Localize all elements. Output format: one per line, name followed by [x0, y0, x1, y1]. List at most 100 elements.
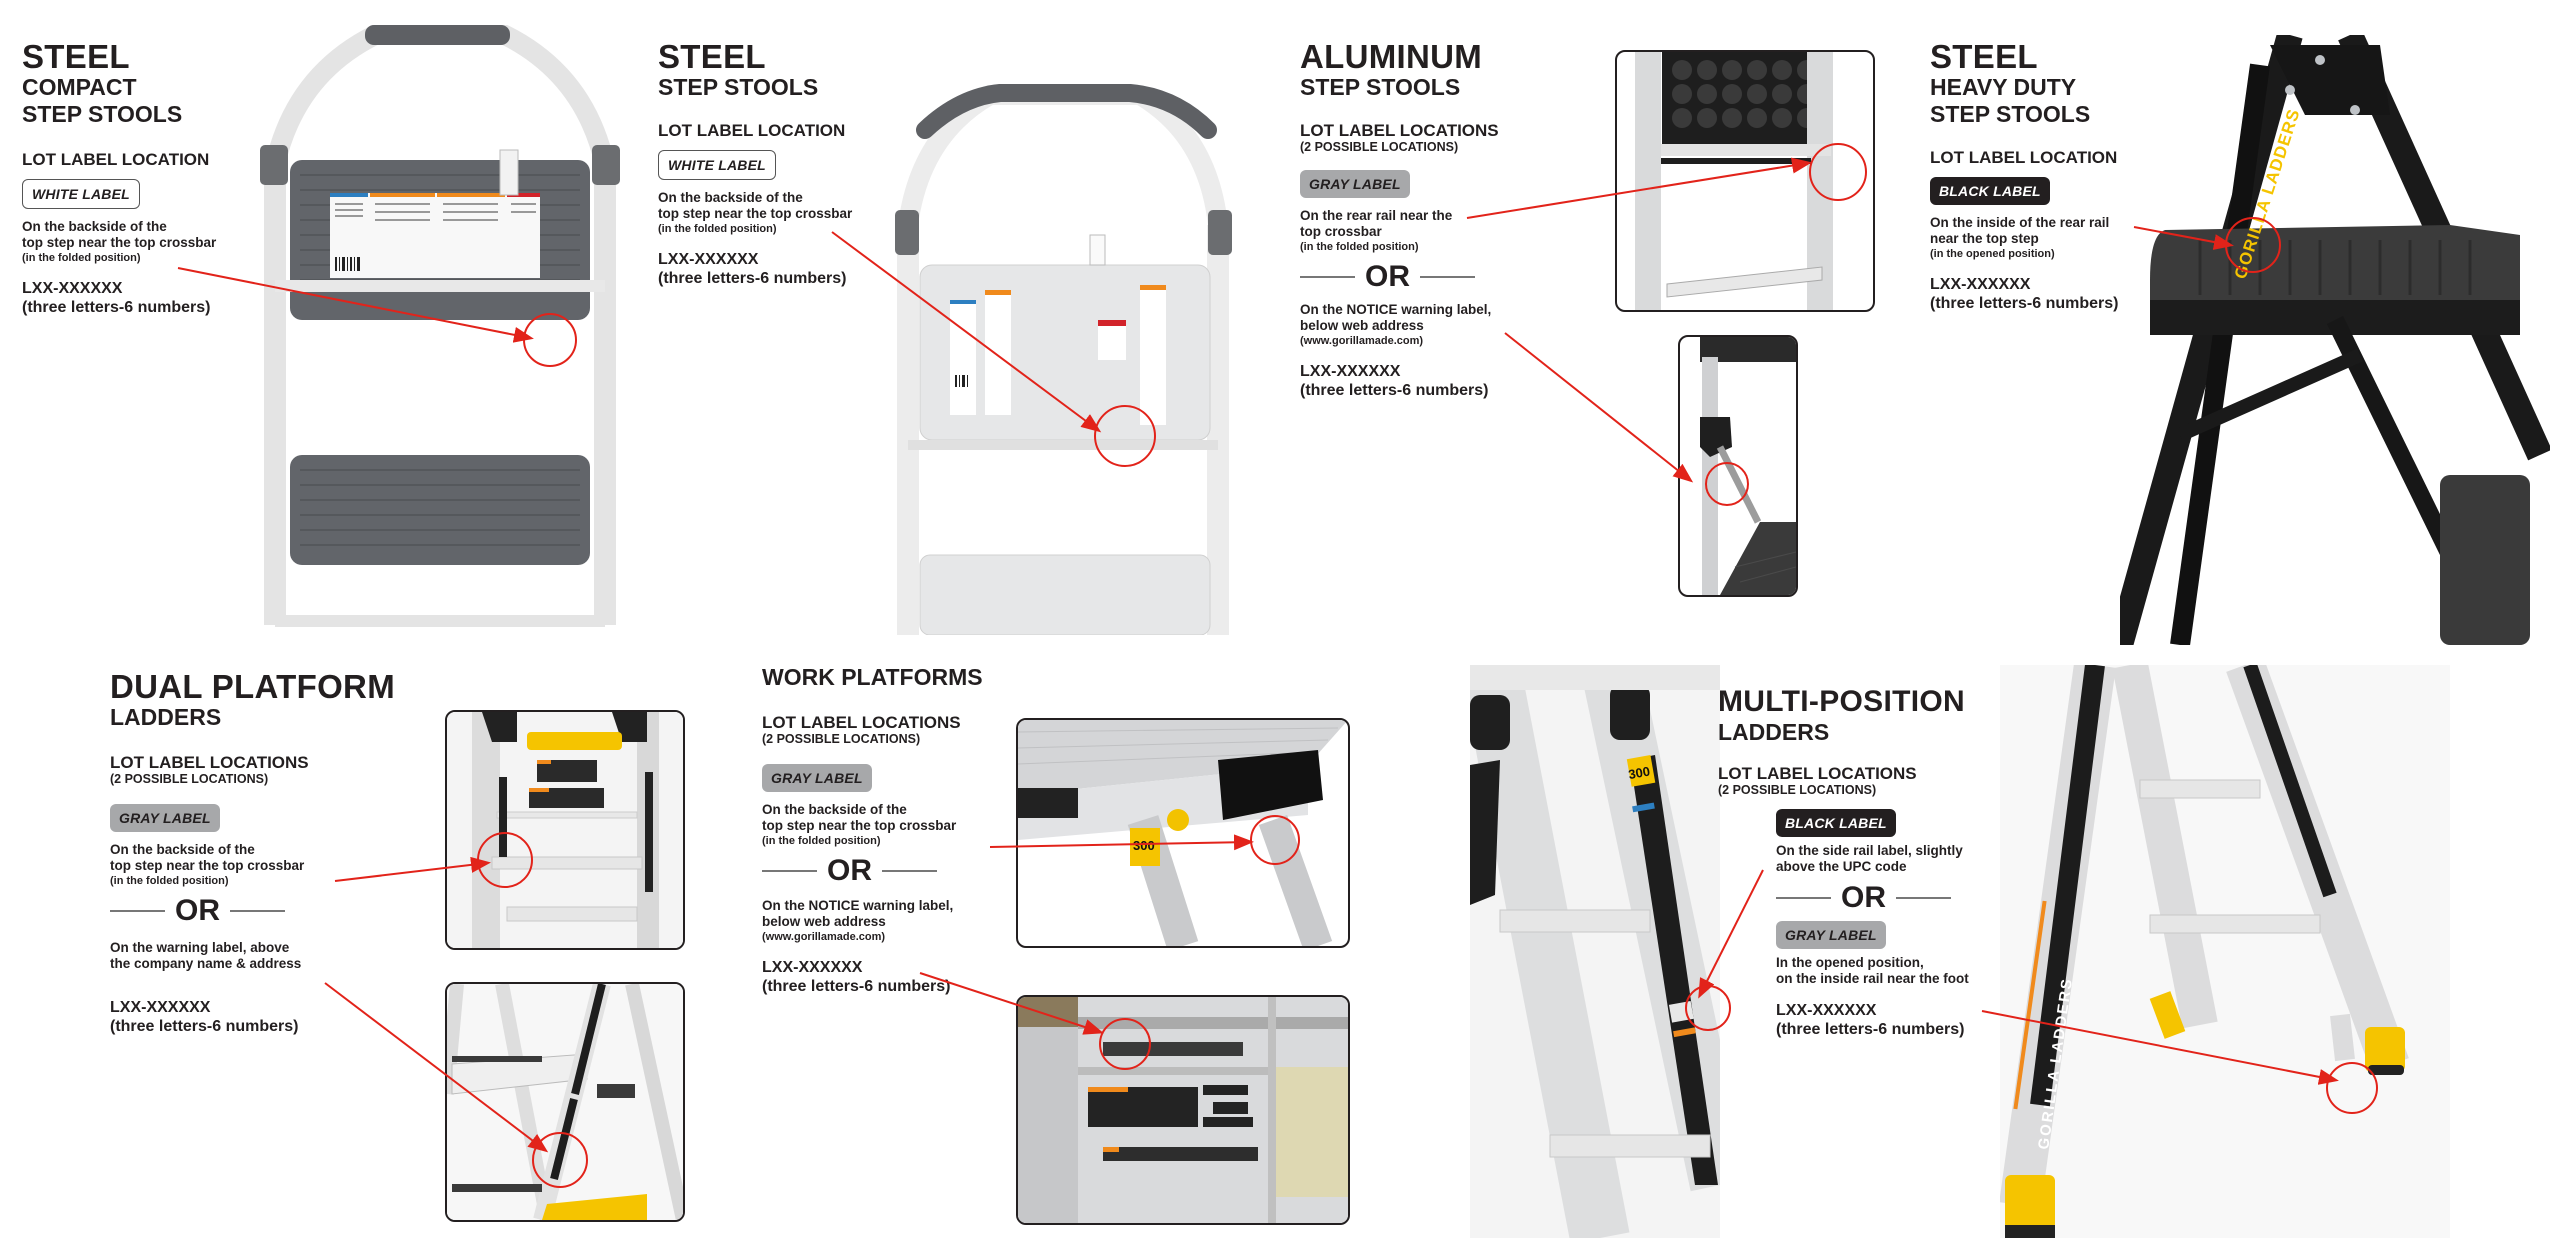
section-subtitle: STEP STOOLS: [1300, 74, 1461, 100]
lot-code-note: (three letters-6 numbers): [1930, 295, 2119, 312]
section-work-platforms: WORK PLATFORMS LOT LABEL LOCATIONS (2 PO…: [762, 664, 983, 996]
aluminum-rear-rail-photo: [1615, 50, 1875, 312]
lot-code-format: LXX-XXXXXX: [1776, 1002, 1877, 1019]
lot-code-note: (three letters-6 numbers): [110, 1018, 299, 1035]
steel-step-stool-photo: [890, 75, 1240, 636]
lot-code-note: (three letters-6 numbers): [1300, 382, 1489, 399]
alt-location-note: (www.gorillamade.com): [1300, 335, 1424, 347]
lot-subheading: (2 POSSIBLE LOCATIONS): [1718, 783, 1877, 797]
lot-heading: LOT LABEL LOCATIONS: [1718, 764, 1917, 783]
multi-position-foot-photo: GORILLA LADDERS: [1999, 658, 2450, 1238]
location-desc: On the rear rail near the: [1300, 208, 1453, 223]
location-desc: top crossbar: [1300, 224, 1382, 239]
work-platform-notice-label-photo: [1016, 995, 1350, 1225]
section-title: DUAL PLATFORM: [110, 668, 395, 705]
lot-subheading: (2 POSSIBLE LOCATIONS): [110, 772, 269, 786]
steel-compact-stool-photo: [255, 25, 625, 635]
location-desc: above the UPC code: [1776, 859, 1907, 874]
section-subtitle: STEP STOOLS: [658, 74, 819, 100]
lot-code-note: (three letters-6 numbers): [1776, 1021, 1965, 1038]
lot-code-format: LXX-XXXXXX: [110, 999, 211, 1016]
lot-heading: LOT LABEL LOCATION: [1930, 148, 2118, 167]
section-multi-position: MULTI-POSITION LADDERS LOT LABEL LOCATIO…: [1718, 685, 1969, 1039]
or-divider: OR: [1776, 881, 1969, 915]
alt-location-desc: on the inside rail near the foot: [1776, 971, 1969, 986]
lot-subheading: (2 POSSIBLE LOCATIONS): [762, 732, 921, 746]
location-note: (in the folded position): [1300, 241, 1419, 253]
lot-code-format: LXX-XXXXXX: [762, 959, 863, 976]
or-divider: OR: [110, 894, 395, 928]
lot-subheading: (2 POSSIBLE LOCATIONS): [1300, 140, 1459, 154]
steel-heavy-stool-photo: GORILLA LADDERS: [2107, 29, 2552, 649]
alt-location-desc: On the NOTICE warning label,: [1300, 302, 1492, 317]
section-steel-heavy: STEEL HEAVY DUTY STEP STOOLS LOT LABEL L…: [1930, 40, 2119, 313]
alt-location-desc: In the opened position,: [1776, 955, 1924, 970]
gray-label-badge: GRAY LABEL: [1776, 921, 1886, 949]
location-desc: near the top step: [1930, 231, 2039, 246]
gray-label-badge: GRAY LABEL: [762, 764, 872, 792]
section-subtitle: STEP STOOLS: [22, 101, 183, 127]
alt-location-desc: On the warning label, above: [110, 940, 290, 955]
or-divider: OR: [1300, 260, 1499, 294]
location-desc: On the backside of the: [110, 842, 255, 857]
alt-location-note: (www.gorillamade.com): [762, 931, 886, 943]
section-steel-compact: STEEL COMPACT STEP STOOLS LOT LABEL LOCA…: [22, 40, 216, 317]
section-aluminum-step: ALUMINUM STEP STOOLS LOT LABEL LOCATIONS…: [1300, 40, 1499, 400]
multi-position-rail-photo: 300: [1460, 658, 1750, 1243]
dual-platform-warning-label-photo: [445, 982, 685, 1222]
black-label-badge: BLACK LABEL: [1776, 809, 1896, 837]
location-desc: On the backside of the: [762, 802, 907, 817]
or-text: OR: [1365, 260, 1410, 293]
section-subtitle: HEAVY DUTY: [1930, 74, 2077, 100]
location-desc: top step near the top crossbar: [22, 235, 217, 250]
white-label-badge: WHITE LABEL: [658, 150, 776, 180]
lot-heading: LOT LABEL LOCATIONS: [1300, 121, 1499, 140]
capacity-300-mark: 300: [1627, 763, 1651, 782]
location-desc: On the side rail label, slightly: [1776, 843, 1963, 858]
section-subtitle: COMPACT: [22, 74, 137, 100]
location-desc: top step near the top crossbar: [762, 818, 957, 833]
location-note: (in the opened position): [1930, 248, 2055, 260]
lot-code-note: (three letters-6 numbers): [658, 270, 847, 287]
section-subtitle: LADDERS: [110, 704, 222, 730]
alt-location-desc: below web address: [762, 914, 886, 929]
white-label-badge: WHITE LABEL: [22, 179, 140, 209]
capacity-300-mark: 300: [1133, 838, 1155, 853]
lot-code-format: LXX-XXXXXX: [1930, 276, 2031, 293]
section-dual-platform: DUAL PLATFORM LADDERS LOT LABEL LOCATION…: [110, 670, 395, 1036]
location-desc: On the inside of the rear rail: [1930, 215, 2110, 230]
lot-heading: LOT LABEL LOCATION: [658, 121, 846, 140]
location-note: (in the folded position): [658, 223, 777, 235]
lot-code-format: LXX-XXXXXX: [658, 251, 759, 268]
or-text: OR: [1841, 881, 1886, 914]
aluminum-notice-label-photo: [1678, 335, 1798, 597]
callout-arrow: [1504, 332, 1694, 483]
section-steel-step: STEEL STEP STOOLS LOT LABEL LOCATION WHI…: [658, 40, 852, 288]
lot-code-format: LXX-XXXXXX: [1300, 363, 1401, 380]
dual-platform-top-step-photo: [445, 710, 685, 950]
section-title: STEEL: [1930, 38, 2038, 75]
section-title: ALUMINUM: [1300, 38, 1483, 75]
lot-heading: LOT LABEL LOCATIONS: [762, 713, 961, 732]
location-note: (in the folded position): [762, 835, 881, 847]
gray-label-badge: GRAY LABEL: [1300, 170, 1410, 198]
work-platform-leg-photo: 300: [1016, 718, 1350, 948]
gray-label-badge: GRAY LABEL: [110, 804, 220, 832]
section-title: WORK PLATFORMS: [762, 664, 983, 690]
alt-location-desc: the company name & address: [110, 956, 302, 971]
location-note: (in the folded position): [110, 875, 229, 887]
location-note: (in the folded position): [22, 252, 141, 264]
section-title: MULTI-POSITION: [1718, 685, 1965, 718]
section-subtitle: LADDERS: [1718, 719, 1830, 745]
section-title: STEEL: [22, 38, 130, 75]
or-text: OR: [827, 854, 872, 887]
section-title: STEEL: [658, 38, 766, 75]
alt-location-desc: below web address: [1300, 318, 1424, 333]
location-desc: top step near the top crossbar: [110, 858, 305, 873]
location-desc: On the backside of the: [658, 190, 803, 205]
or-divider: OR: [762, 854, 983, 888]
black-label-badge: BLACK LABEL: [1930, 177, 2050, 205]
or-text: OR: [175, 894, 220, 927]
alt-location-desc: On the NOTICE warning label,: [762, 898, 954, 913]
lot-heading: LOT LABEL LOCATION: [22, 150, 210, 169]
